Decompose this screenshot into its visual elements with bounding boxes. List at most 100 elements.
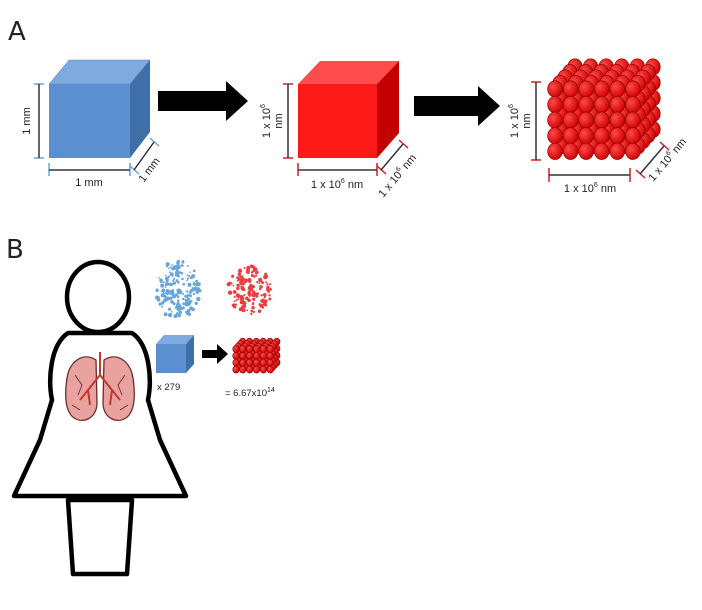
particle-dot <box>172 277 176 281</box>
particle-dot <box>250 274 254 277</box>
particle-dot <box>259 285 263 289</box>
particle-dot <box>170 267 173 270</box>
nanoparticle-sphere <box>547 80 563 98</box>
particle-dot <box>185 300 189 305</box>
particle-dot <box>235 299 238 302</box>
particle-dot <box>155 288 159 292</box>
cube-2-width-label: 1 x 106 nm <box>311 178 363 191</box>
particle-dot <box>177 301 180 304</box>
nanoparticle-sphere <box>259 351 267 360</box>
particle-dot <box>256 292 259 295</box>
small-blue-cube <box>156 335 194 373</box>
nanoparticle-sphere <box>625 80 641 98</box>
particle-dot <box>177 313 181 318</box>
particle-dot <box>266 283 269 286</box>
particle-dot <box>176 260 180 265</box>
particle-dot <box>256 281 259 284</box>
nanoparticle-sphere <box>562 80 579 98</box>
particle-dot <box>191 274 196 279</box>
particle-dot <box>186 293 190 297</box>
particle-dot <box>236 294 241 298</box>
particle-dot <box>197 283 200 286</box>
particle-dot <box>169 272 174 277</box>
nanoparticle-sphere <box>252 358 261 367</box>
nanoparticle-sphere <box>625 96 641 114</box>
nanoparticle-sphere <box>578 96 594 114</box>
particle-dot <box>190 300 192 303</box>
particle-dot <box>264 303 268 307</box>
nanoparticle-sphere <box>239 345 247 353</box>
particle-dot <box>166 277 169 280</box>
particle-dot <box>255 294 259 298</box>
particle-dot <box>182 282 186 286</box>
particle-dot <box>241 275 244 278</box>
particle-dot <box>161 288 165 292</box>
nanoparticle-sphere <box>266 351 274 360</box>
particle-dot <box>186 277 190 280</box>
particle-dot <box>162 292 166 296</box>
particle-dot <box>245 296 249 301</box>
nanoparticle-sphere <box>609 80 626 98</box>
particle-dot <box>189 294 193 298</box>
particle-dot <box>250 271 254 274</box>
particle-dot <box>251 305 255 310</box>
particle-dot <box>260 299 264 303</box>
particle-dot <box>160 283 165 288</box>
nanoparticle-sphere <box>578 80 594 98</box>
particle-dot <box>162 281 165 284</box>
cube-3-width-label: 1 x 106 nm <box>564 182 616 195</box>
particle-dot <box>251 302 255 306</box>
particle-dot <box>232 290 237 294</box>
particle-dot <box>168 271 171 274</box>
particle-dot <box>193 281 196 284</box>
particle-dot <box>186 274 189 276</box>
particle-dot <box>198 289 202 293</box>
particle-dot <box>188 275 191 278</box>
nanoparticle-sphere <box>266 345 274 353</box>
particle-dot <box>157 295 160 298</box>
particle-dot <box>239 281 244 286</box>
particle-dot <box>244 281 247 284</box>
nanoparticle-sphere <box>252 365 261 374</box>
particle-dot <box>241 287 246 292</box>
nanoparticle-sphere <box>239 351 247 360</box>
particle-dot <box>237 268 243 274</box>
nanoparticle-sphere <box>578 111 594 129</box>
particle-dot <box>243 266 246 270</box>
nanoparticle-sphere <box>252 345 261 353</box>
particle-dot <box>176 280 180 284</box>
particle-dot <box>250 309 254 313</box>
person-icon <box>11 259 189 577</box>
particle-dot <box>238 307 243 312</box>
particle-dot <box>168 307 172 311</box>
particle-dot <box>167 267 170 270</box>
nanoparticle-sphere <box>246 365 254 374</box>
particle-dot <box>252 310 256 314</box>
particle-dot <box>194 287 197 290</box>
nanoparticle-sphere <box>246 351 254 360</box>
particle-dot <box>268 297 272 301</box>
particle-dot <box>192 292 196 296</box>
particle-dot <box>261 304 263 307</box>
nanoparticle-sphere <box>609 142 626 160</box>
particle-dot <box>181 292 185 295</box>
particle-dot <box>184 310 188 314</box>
nanoparticle-cube <box>547 58 661 160</box>
nanoparticle-sphere <box>232 351 240 360</box>
particle-dot <box>186 290 189 293</box>
particle-dot <box>171 266 176 271</box>
nanoparticle-sphere <box>547 142 563 160</box>
particle-dot <box>179 289 182 291</box>
particle-dot <box>179 307 182 310</box>
particle-dot <box>227 290 233 295</box>
nanoparticle-sphere <box>625 127 641 145</box>
particle-dot <box>175 293 178 296</box>
particle-dot <box>241 305 245 309</box>
particle-dot <box>186 309 191 313</box>
nanoparticle-sphere <box>625 142 641 160</box>
nanoparticle-sphere <box>232 345 240 353</box>
cube-1-height-label: 1 mm <box>21 107 33 135</box>
particle-dot <box>194 289 197 292</box>
particle-dot <box>177 288 181 291</box>
particle-dot <box>247 279 252 283</box>
